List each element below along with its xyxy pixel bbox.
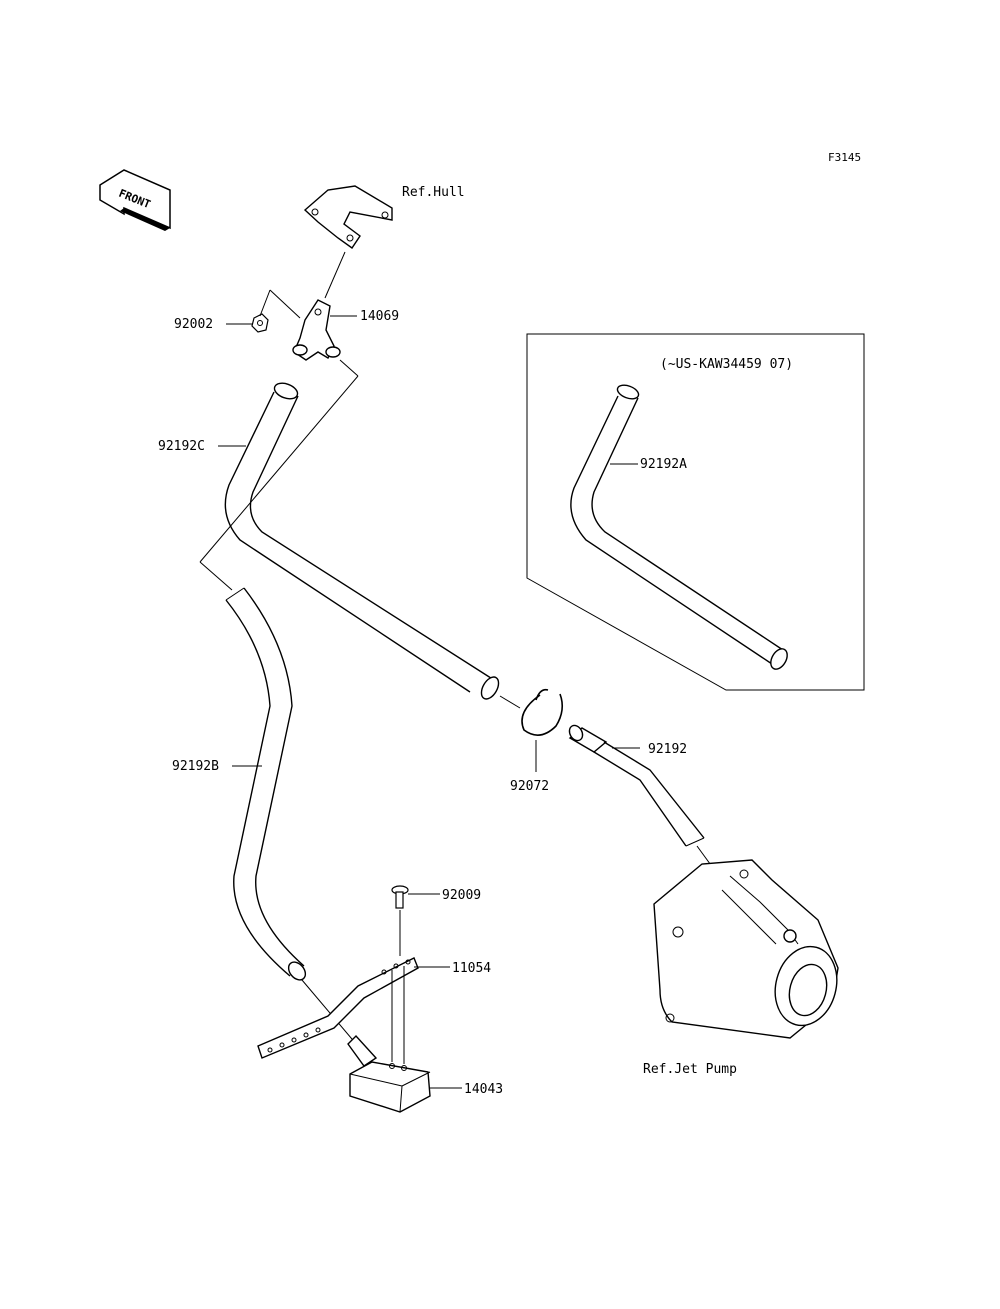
hose-92192 (568, 724, 705, 847)
front-arrow-icon: FRONT (99, 169, 171, 231)
part-label-92192: 92192 (648, 742, 687, 757)
part-label-92002: 92002 (174, 317, 213, 332)
part-label-92192B: 92192B (172, 759, 219, 774)
fitting-14069 (292, 299, 341, 361)
hose-92192A (570, 384, 788, 670)
part-label-92009: 92009 (442, 888, 481, 903)
ref-hull-label: Ref.Hull (402, 185, 465, 200)
inset-box (526, 333, 865, 691)
part-label-92192C: 92192C (158, 439, 205, 454)
hull-bracket (303, 185, 393, 249)
part-label-14069: 14069 (360, 309, 399, 324)
jet-pump-housing (653, 859, 839, 1039)
bolt-92002 (251, 313, 269, 333)
clamp-92072 (521, 688, 564, 736)
part-label-92072: 92072 (510, 779, 549, 794)
bracket-11054 (257, 957, 419, 1059)
figure-code: F3145 (828, 151, 861, 164)
part-label-11054: 11054 (452, 961, 491, 976)
filter-14043 (347, 1034, 431, 1113)
inset-note: (~US-KAW34459 07) (660, 357, 793, 372)
hose-92192B (225, 587, 307, 981)
hose-92192C (224, 382, 500, 700)
part-label-14043: 14043 (464, 1082, 503, 1097)
inset-part-label: 92192A (640, 457, 687, 472)
screw-92009 (391, 885, 409, 909)
ref-jet-pump-label: Ref.Jet Pump (643, 1062, 737, 1077)
